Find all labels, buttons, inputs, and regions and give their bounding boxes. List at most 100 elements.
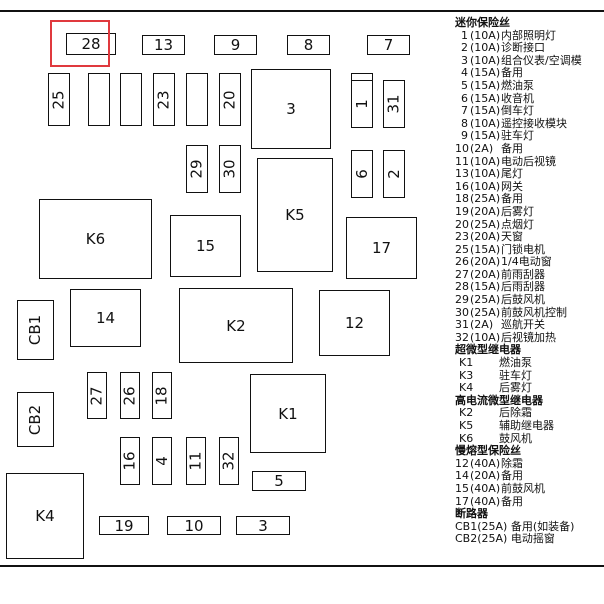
fuse-number: 27 (455, 267, 469, 281)
fuse-label: 1 (352, 99, 371, 109)
fuse-label: 2 (384, 169, 403, 179)
fuse-description: 驻车灯 (501, 129, 534, 143)
legend-fuse-row: 1(10A)内部照明灯 (455, 28, 604, 43)
fuse-description: 诊断接口 (501, 41, 545, 55)
fuse-number: 28 (455, 280, 469, 294)
relay-label: K2 (226, 316, 246, 335)
fuse-number: 25 (455, 242, 469, 256)
breaker-label: CB1 (26, 314, 45, 346)
breaker-description: 备用(如装备) (510, 519, 575, 533)
fuse-number: 14 (455, 469, 469, 483)
fuse-description: 遥控接收模块 (501, 116, 567, 130)
fuse-description: 备用 (501, 192, 523, 206)
legend-fuse-row: 15(40A)前鼓风机 (455, 482, 604, 496)
fuse-28: 28 (66, 33, 116, 55)
fuse-number: 18 (455, 192, 469, 206)
legend-fuse-row: 5(15A)燃油泵 (455, 78, 604, 93)
fuse-description: 后雾灯 (501, 204, 534, 218)
fuse-blank (120, 73, 142, 126)
fuse-description: 1/4电动窗 (501, 255, 552, 269)
legend-relay-row: K1 燃油泵 (455, 356, 604, 370)
legend-fuse-row: 6(15A)收音机 (455, 91, 604, 106)
fuse-1: 1 (351, 80, 373, 128)
fuse-amperage: (25A) (470, 293, 501, 307)
legend-section-title: 高电流微型继电器 (455, 393, 543, 407)
relay-label: K6 (85, 230, 106, 248)
fuse-description: 网关 (501, 179, 523, 193)
fuse-label: 27 (88, 385, 106, 406)
relay-code: K6 (459, 431, 474, 445)
fuse-amperage: (10A) (470, 116, 501, 130)
relay-k4: K4 (6, 473, 84, 559)
fuse-12: 12 (319, 290, 390, 356)
fuse-number: 20 (455, 217, 469, 231)
relay-description: 燃油泵 (499, 356, 532, 370)
fuse-label: 6 (352, 169, 371, 179)
fuse-4: 4 (152, 437, 172, 485)
fuse-number: 30 (455, 305, 469, 319)
fuse-amperage: (20A) (470, 204, 501, 218)
fuse-label: 13 (153, 36, 174, 54)
fuse-15: 15 (170, 215, 241, 277)
legend-fuse-row: 3(10A)组合仪表/空调模 (455, 54, 604, 68)
fuse-description: 后视镜加热 (501, 330, 556, 344)
fuse-amperage: (25A) (470, 305, 501, 319)
fuse-number: 13 (455, 167, 469, 181)
legend-breaker-row: CB2(25A) 电动摇窗 (455, 533, 604, 546)
fuse-description: 收音机 (501, 91, 534, 105)
legend-fuse-row: 31(2A)巡航开关 (455, 318, 604, 332)
fuse-label: 31 (385, 94, 403, 114)
fuse-amperage: (10A) (470, 41, 501, 55)
fuse-number: 16 (455, 179, 469, 193)
fuse-number: 4 (461, 66, 468, 80)
fuse-label: 11 (187, 451, 205, 471)
fuse-description: 前雨刮器 (501, 267, 545, 281)
fuse-number: 31 (455, 318, 469, 332)
fuse-description: 燃油泵 (501, 78, 534, 92)
fuse-amperage: (10A) (470, 179, 501, 193)
relay-code: K1 (459, 356, 474, 370)
legend-fuse-row: 4(15A)备用 (455, 67, 604, 80)
fuse-label: 18 (153, 385, 171, 406)
fuse-description: 天窗 (501, 230, 523, 244)
breaker-code: CB2(25A) (455, 532, 508, 546)
legend-fuse-row: 9(15A)驻车灯 (455, 130, 604, 143)
legend-fuse-row: 13(10A)尾灯 (455, 167, 604, 181)
fuse-amperage: (20A) (470, 255, 501, 269)
fuse-description: 除霜 (501, 456, 523, 470)
fuse-description: 备用 (501, 66, 523, 80)
relay-description: 后雾灯 (499, 381, 532, 395)
relay-k6: K6 (39, 199, 152, 279)
fuse-number: 19 (455, 204, 469, 218)
fuse-label: 12 (344, 314, 365, 332)
breaker-cb2: CB2 (17, 392, 54, 447)
relay-code: K4 (459, 381, 474, 395)
fuse-7: 7 (367, 35, 410, 55)
fuse-amperage: (15A) (470, 242, 501, 256)
fuse-label: 8 (303, 36, 314, 54)
fuse-amperage: (10A) (470, 28, 501, 42)
fuse-amperage: (2A) (470, 141, 494, 155)
fuse-label: 5 (274, 472, 284, 490)
fuse-description: 倒车灯 (501, 104, 534, 118)
fuse-19: 19 (99, 516, 149, 535)
fuse-3-bottom: 3 (236, 516, 290, 535)
fuse-29: 29 (186, 145, 208, 193)
fuse-description: 备用 (501, 494, 523, 508)
legend-fuse-row: 17(40A)备用 (455, 494, 604, 509)
fuse-amperage: (15A) (470, 129, 501, 143)
fuse-number: 9 (461, 129, 468, 143)
fuse-number: 17 (455, 494, 469, 508)
fuse-description: 电动后视镜 (501, 154, 556, 168)
fuse-label: 7 (383, 36, 394, 54)
fuse-number: 7 (461, 104, 468, 118)
fuse-26: 26 (120, 372, 140, 419)
fuse-17: 17 (346, 217, 417, 279)
fuse-amperage: (25A) (470, 217, 501, 231)
fuse-amperage: (40A) (470, 494, 501, 508)
legend-fuse-row: 20(25A)点烟灯 (455, 217, 604, 232)
